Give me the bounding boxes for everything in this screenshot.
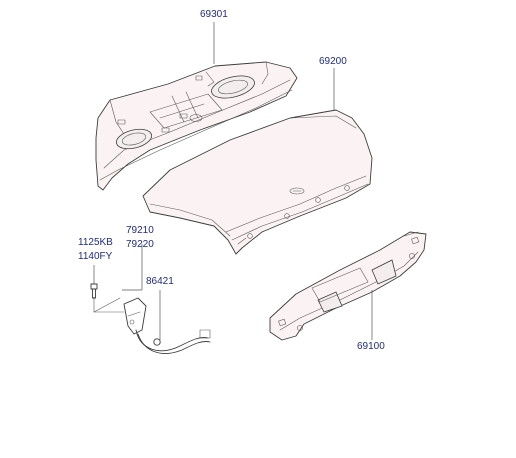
hinge-assembly: [90, 283, 211, 354]
part-label-1125KB: 1125KB: [78, 237, 113, 248]
part-label-79220: 79220: [126, 239, 154, 250]
trunk-lid: [142, 109, 373, 255]
part-label-1140FY: 1140FY: [78, 251, 113, 262]
leader-lines: [93, 22, 373, 340]
part-label-69200: 69200: [319, 56, 347, 67]
part-label-86421: 86421: [146, 276, 174, 287]
trunk-lid-lining: [269, 231, 427, 341]
part-label-69100: 69100: [357, 341, 385, 352]
clip-icon: [153, 338, 161, 346]
part-label-69301: 69301: [200, 9, 228, 20]
package-tray-panel: [95, 61, 298, 191]
part-label-79210: 79210: [126, 225, 154, 236]
bolt-head-icon: [90, 283, 98, 290]
